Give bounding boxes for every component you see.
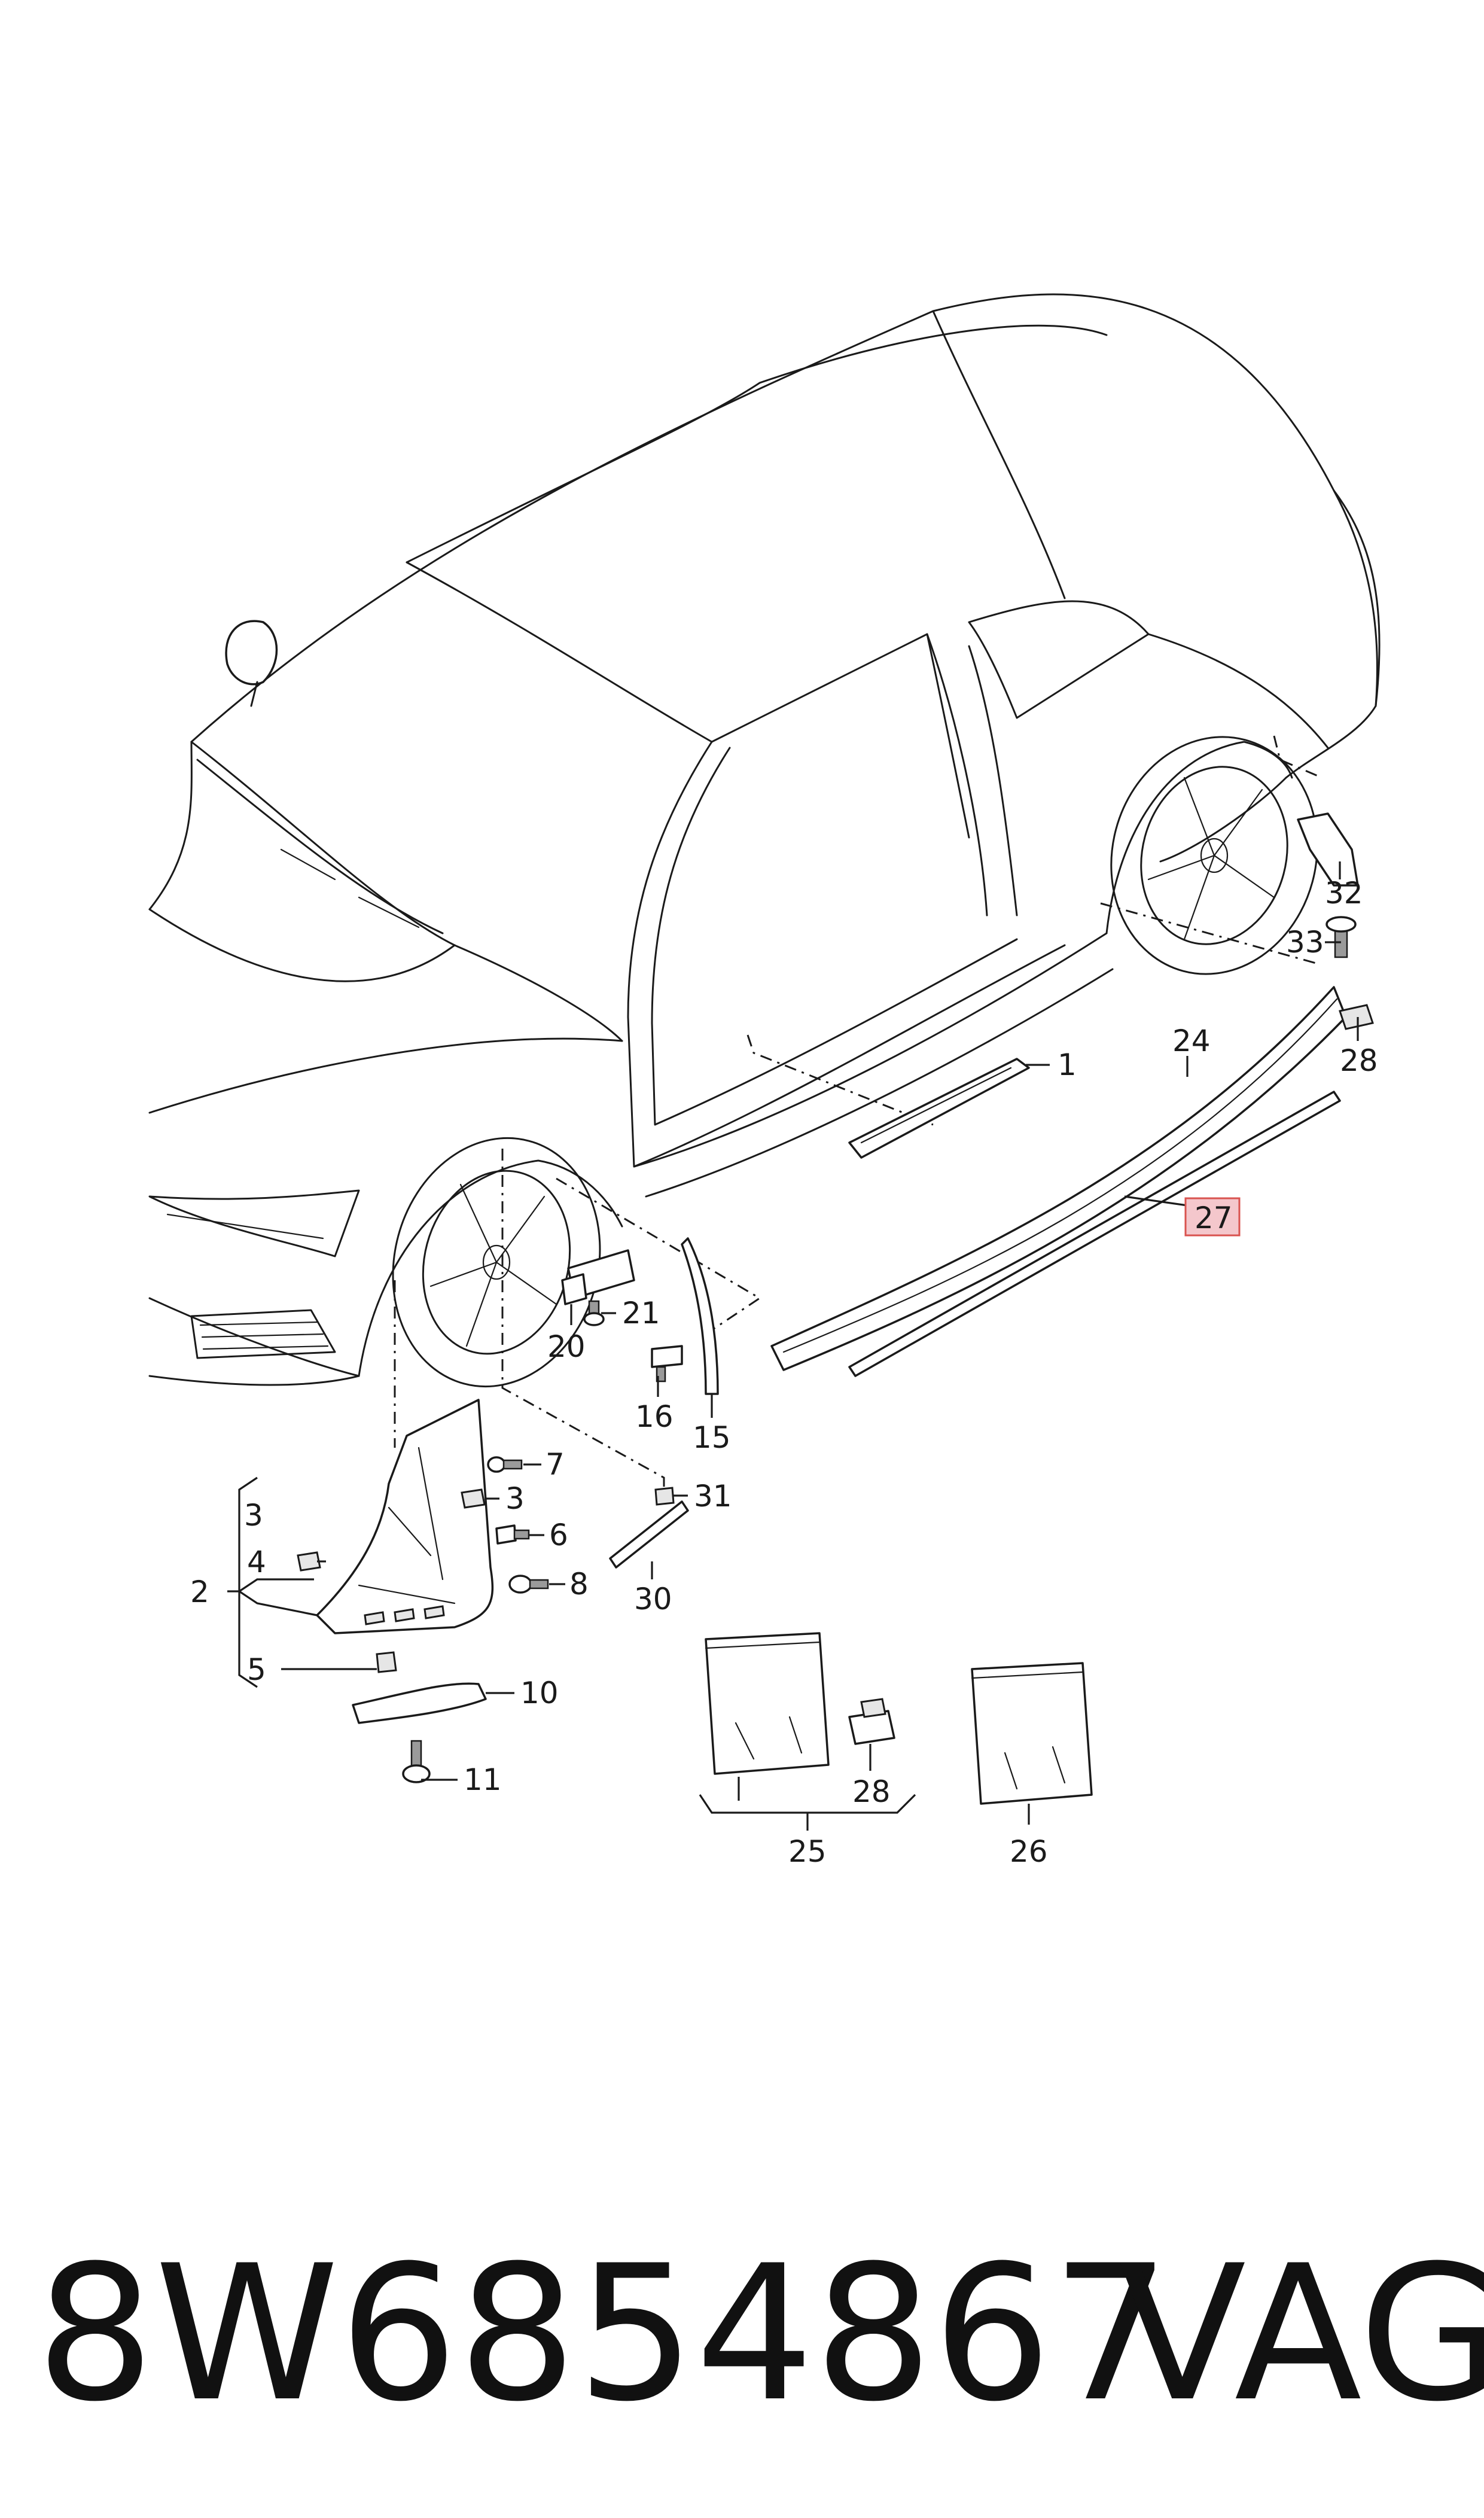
part-21-screw xyxy=(583,1300,605,1326)
callout-7[interactable]: 7 xyxy=(546,1447,565,1482)
callout-26[interactable]: 26 xyxy=(1010,1834,1048,1869)
callout-2[interactable]: 2 xyxy=(190,1575,209,1609)
rear-wheel xyxy=(1110,736,1318,975)
callout-27-highlight xyxy=(1184,1197,1241,1237)
callout-11[interactable]: 11 xyxy=(464,1762,502,1797)
part-30-strip xyxy=(609,1500,689,1569)
callout-6[interactable]: 6 xyxy=(549,1518,568,1552)
callout-24[interactable]: 24 xyxy=(1172,1024,1211,1058)
part-8-bolt xyxy=(508,1575,549,1594)
callout-4[interactable]: 4 xyxy=(247,1545,266,1579)
callout-5[interactable]: 5 xyxy=(247,1652,266,1687)
callout-21[interactable]: 21 xyxy=(622,1296,660,1330)
part-28-clip xyxy=(1339,1004,1374,1030)
part-6-fastener xyxy=(495,1524,530,1545)
callout-16[interactable]: 16 xyxy=(635,1399,674,1434)
callout-3-b[interactable]: 3 xyxy=(244,1498,263,1533)
part-33-bolt xyxy=(1325,916,1357,958)
part-32-bracket xyxy=(1297,812,1359,887)
callout-20[interactable]: 20 xyxy=(547,1329,586,1364)
callout-28[interactable]: 28 xyxy=(1340,1043,1378,1078)
part-28-clip-bag-group xyxy=(848,1698,895,1745)
callout-15[interactable]: 15 xyxy=(693,1420,731,1455)
part-1-sill-trim xyxy=(848,1058,1030,1159)
callout-25[interactable]: 25 xyxy=(788,1834,827,1869)
callout-31[interactable]: 31 xyxy=(694,1479,732,1514)
brand-name: VAG xyxy=(1119,2225,1484,2443)
callout-33[interactable]: 33 xyxy=(1286,925,1324,960)
part-26-parts-bag xyxy=(971,1662,1093,1805)
part-25-parts-bag xyxy=(705,1632,830,1775)
part-15-arch-trim xyxy=(681,1237,719,1395)
callout-8[interactable]: 8 xyxy=(569,1567,589,1601)
part-27-trim-strip xyxy=(848,1091,1341,1377)
callout-1[interactable]: 1 xyxy=(1058,1048,1077,1082)
assembly-guide-lines xyxy=(394,735,1323,1502)
part-2-wheel-housing-liner xyxy=(316,1399,494,1634)
callout-28-b[interactable]: 28 xyxy=(852,1774,891,1809)
part-4-clip xyxy=(297,1551,321,1572)
callout-labels: 1 24 27 28 32 33 21 20 16 15 7 3 6 8 3 4… xyxy=(190,876,1378,1869)
part-number: 8W6854867 xyxy=(36,2225,1171,2443)
callout-3-a[interactable]: 3 xyxy=(505,1481,525,1516)
leader-lines xyxy=(227,861,1359,1831)
callout-10[interactable]: 10 xyxy=(520,1676,559,1710)
part-16-rivet xyxy=(651,1345,683,1383)
part-11-screw xyxy=(402,1740,431,1783)
callout-27[interactable]: 27 xyxy=(1194,1201,1233,1235)
part-31-clip xyxy=(654,1487,675,1506)
part-3-clip xyxy=(461,1488,486,1509)
callout-32[interactable]: 32 xyxy=(1325,876,1363,911)
callout-30[interactable]: 30 xyxy=(634,1582,672,1616)
part-24-side-skirt xyxy=(770,986,1347,1371)
car-body-outline xyxy=(148,293,1381,1386)
part-20-holder xyxy=(561,1249,635,1305)
part-5-clip xyxy=(376,1651,397,1673)
part-10-cover xyxy=(352,1682,487,1724)
part-7-screw xyxy=(487,1456,523,1473)
